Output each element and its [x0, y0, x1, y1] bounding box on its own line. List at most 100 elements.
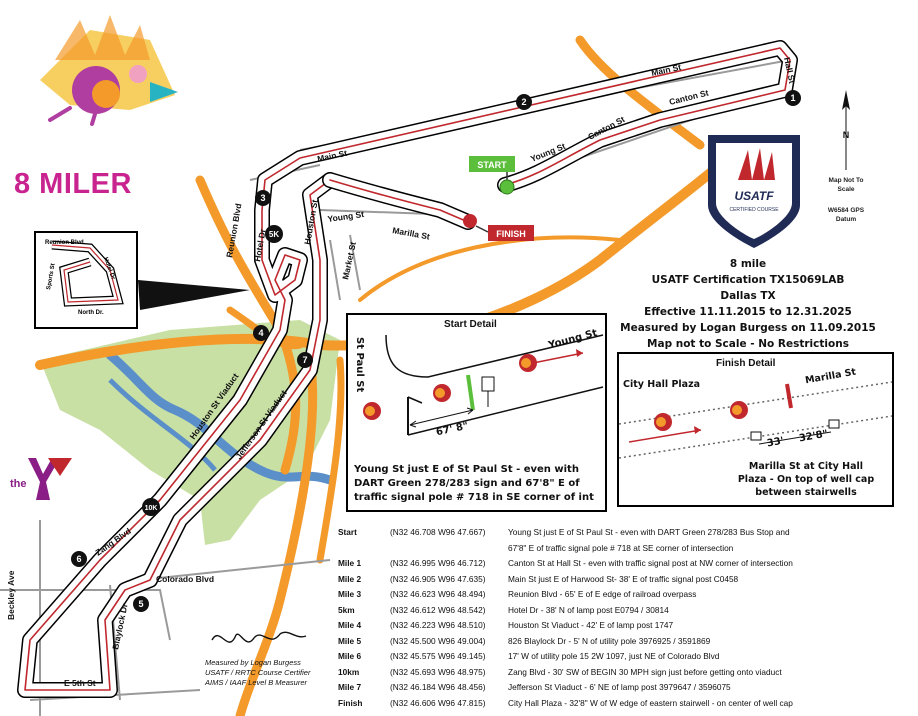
row-desc: Zang Blvd - 30' SW of BEGIN 30 MPH sign …: [508, 666, 782, 677]
info-line: Measured by Logan Burgess on 11.09.2015: [620, 322, 876, 334]
svg-text:4: 4: [258, 328, 263, 338]
start-desc-line: Young St just E of St Paul St - even wit…: [354, 464, 579, 475]
measurer-credit: Measured by Logan Burgess USATF / RRTC C…: [205, 658, 310, 688]
svg-text:USATF: USATF: [734, 189, 774, 203]
credit-line: USATF / RRTC Course Certifier: [205, 668, 311, 677]
certification-info: 8 mile USATF Certification TX15069LAB Da…: [608, 256, 888, 352]
start-detail-box: Start Detail St Paul St Young St 67' 8" …: [346, 313, 607, 512]
row-desc: 67'8" E of traffic signal pole # 718 at …: [508, 542, 734, 553]
row-desc: Main St just E of Harwood St- 38' E of t…: [508, 573, 739, 584]
row-label: Mile 7: [338, 682, 362, 692]
row-label: Mile 2: [338, 573, 362, 584]
row-coord: (N32 46.708 W96 47.667): [390, 527, 486, 537]
mile-1-marker: 1: [785, 90, 801, 106]
start-detail-title: Start Detail: [444, 319, 497, 330]
finish-desc-line: Marilla St at City Hall: [748, 461, 864, 472]
row-coord: (N32 46.995 W96 46.712): [390, 558, 486, 568]
svg-text:1: 1: [790, 93, 795, 103]
turkey-logo: [40, 15, 178, 126]
svg-text:START: START: [477, 160, 507, 170]
row-label: Mile 5: [338, 635, 362, 646]
table-row: 5km(N32 46.612 W96 48.542)Hotel Dr - 38'…: [338, 605, 799, 621]
mile-2-marker: 2: [516, 94, 532, 110]
svg-text:2: 2: [521, 97, 526, 107]
row-coord: (N32 46.905 W96 47.635): [390, 573, 486, 584]
svg-text:the: the: [10, 478, 27, 490]
svg-text:CERTIFIED COURSE: CERTIFIED COURSE: [729, 207, 779, 213]
finish-detail-city-hall: City Hall Plaza: [623, 379, 701, 390]
table-row: Mile 4 (N32 46.223 W96 48.510) Houston St …: [338, 620, 799, 636]
row-label: 5km: [338, 604, 355, 615]
park-area: [40, 320, 340, 545]
mile-10k-marker: 10K: [142, 498, 160, 516]
mile-5-marker: 5: [133, 596, 149, 612]
finish-marker: FINISH: [463, 214, 534, 241]
row-label: Finish: [338, 697, 363, 708]
split-points-table: Start(N32 46.708 W96 47.667)Young St jus…: [338, 527, 799, 713]
svg-text:North Dr.: North Dr.: [78, 310, 104, 316]
mile-7-marker: 7: [297, 352, 313, 368]
row-coord: (N32 45.693 W96 48.975): [390, 666, 486, 677]
row-desc: Reunion Blvd - 65' E of E edge of railro…: [508, 589, 697, 599]
finish-detail-title: Finish Detail: [716, 358, 776, 369]
map-not-to-scale-note: Map Not To Scale: [828, 177, 864, 193]
svg-text:5: 5: [138, 599, 143, 609]
table-row: Mile 7(N32 46.184 W96 48.456)Jefferson S…: [338, 682, 799, 698]
gps-datum-note: W6584 GPS Datum: [827, 207, 865, 223]
mile-3-marker: 3: [255, 190, 271, 206]
mile-4-marker: 4: [253, 325, 269, 341]
label-colorado-blvd: Colorado Blvd: [156, 574, 214, 584]
river-branch: [108, 378, 217, 472]
table-row: 10km (N32 45.693 W96 48.975) Zang Blvd - 3…: [338, 667, 799, 683]
info-line: Map not to Scale - No Restrictions: [647, 338, 849, 350]
row-coord: (N32 46.184 W96 48.456): [390, 682, 486, 692]
row-desc: Houston St Viaduct - 42' E of lamp post …: [508, 620, 674, 630]
finish-desc-line: between stairwells: [755, 487, 857, 498]
course-route-outline: [17, 40, 798, 698]
start-detail-st-paul: St Paul St: [354, 337, 365, 393]
table-row: 67'8" E of traffic signal pole # 718 at …: [338, 543, 799, 559]
info-line: 8 mile: [729, 258, 767, 270]
row-desc: City Hall Plaza - 32'8" W of W edge of e…: [508, 697, 793, 708]
row-coord: (N32 46.223 W96 48.510): [390, 620, 486, 630]
start-detail-description: Young St just E of St Paul St - even wit…: [354, 463, 602, 505]
credit-line: Measured by Logan Burgess: [205, 658, 301, 667]
table-row: Finish (N32 46.606 W96 47.815) City Hall P…: [338, 698, 799, 714]
start-desc-line: traffic signal pole # 718 in SE corner o…: [354, 492, 594, 503]
north-arrow-icon: N: [842, 90, 850, 170]
svg-text:Reunion Blvd: Reunion Blvd: [45, 240, 84, 246]
usatf-badge: USATF CERTIFIED COURSE: [708, 135, 800, 248]
svg-text:FINISH: FINISH: [496, 229, 526, 239]
row-coord: (N32 46.606 W96 47.815): [390, 697, 486, 708]
start-marker: START: [469, 156, 515, 195]
table-row: Mile 2 (N32 46.905 W96 47.635) Main St jus…: [338, 574, 799, 590]
row-label: Mile 4: [338, 620, 362, 630]
row-label: 10km: [338, 666, 360, 677]
table-row: Mile 3(N32 46.623 W96 48.494)Reunion Blv…: [338, 589, 799, 605]
svg-text:6: 6: [76, 554, 81, 564]
measurer-signature: [211, 631, 307, 643]
credit-line: AIMS / IAAF Level B Measurer: [205, 678, 307, 687]
mile-6-marker: 6: [71, 551, 87, 567]
svg-text:Sports St: Sports St: [46, 263, 57, 290]
row-desc: 17' W of utility pole 15 2W 1097, just N…: [508, 651, 720, 661]
label-e-5th-st: E 5th St: [64, 678, 96, 688]
start-detail-diagram: [363, 334, 604, 436]
finish-detail-d1: 33': [766, 435, 785, 450]
table-row: Start(N32 46.708 W96 47.667)Young St jus…: [338, 527, 799, 543]
svg-text:3: 3: [260, 193, 265, 203]
page-title: 8 MILER: [14, 168, 132, 200]
svg-text:10K: 10K: [145, 505, 158, 512]
reunion-inset: Reunion Blvd Sports St Hotel Dr North Dr…: [34, 231, 250, 329]
row-desc: Young St just E of St Paul St - even wit…: [508, 527, 790, 537]
mile-5k-marker: 5K: [265, 225, 283, 243]
row-desc: Hotel Dr - 38' N of lamp post E0794 / 30…: [508, 604, 669, 615]
row-coord: (N32 45.575 W96 49.145): [390, 651, 486, 661]
row-label: Mile 1: [338, 558, 362, 568]
row-label: Mile 6: [338, 651, 362, 661]
finish-desc-line: Plaza - On top of well cap: [737, 474, 875, 485]
row-coord: (N32 46.623 W96 48.494): [390, 589, 486, 599]
finish-detail-diagram: [619, 381, 892, 459]
table-row: Mile 1(N32 46.995 W96 46.712)Canton St a…: [338, 558, 799, 574]
table-row: Mile 6 (N32 45.575 W96 49.145) 17' W of ut…: [338, 651, 799, 667]
